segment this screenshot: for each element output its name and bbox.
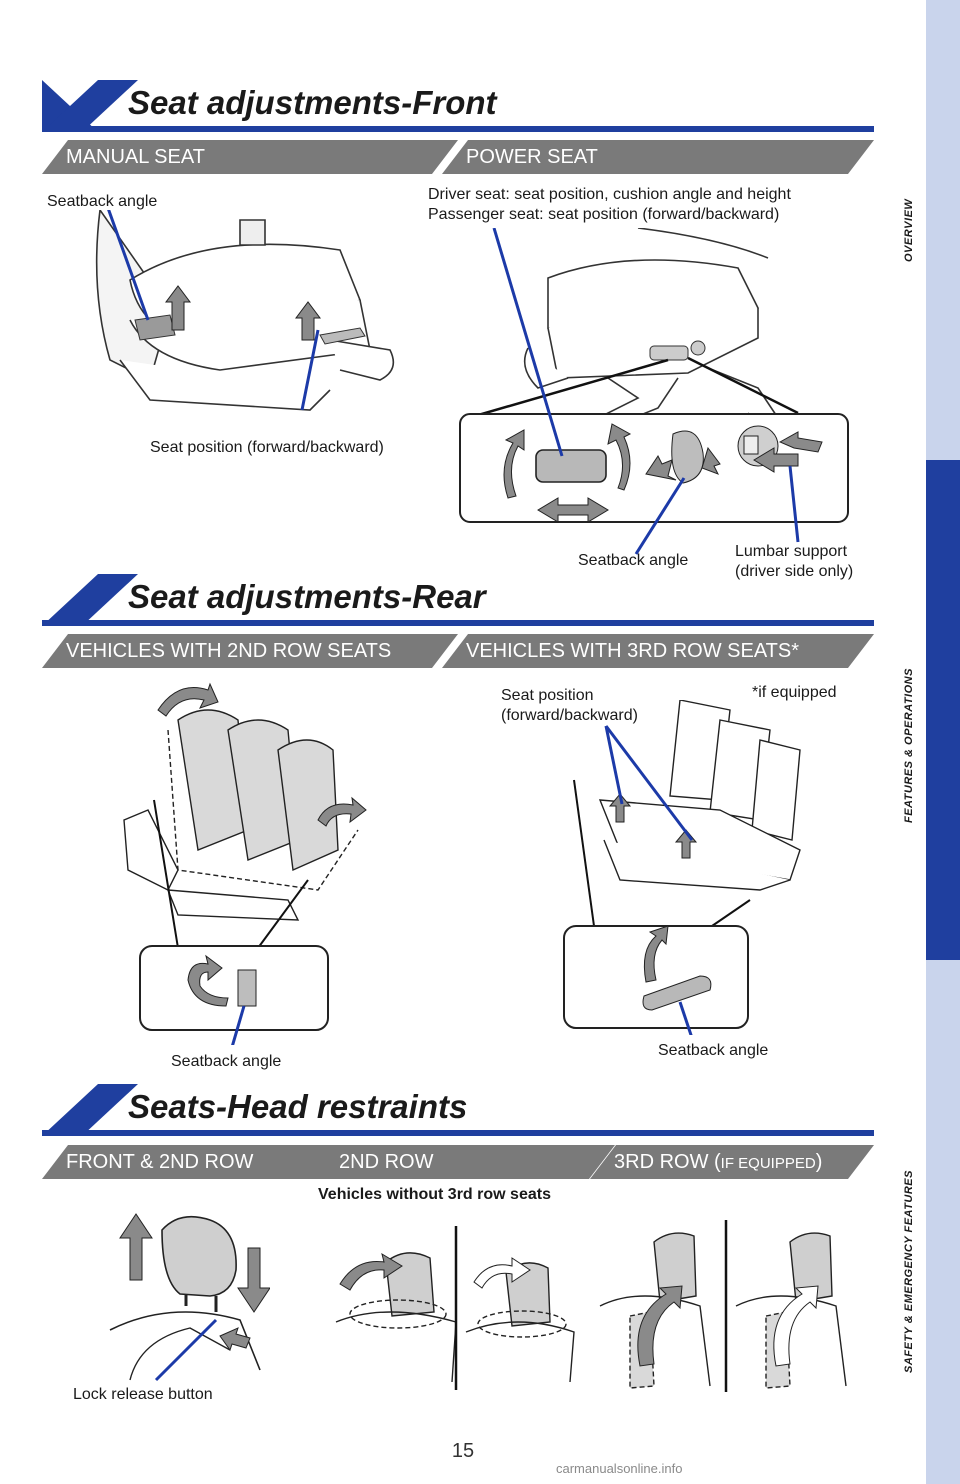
page-title-head: Seats-Head restraints (128, 1088, 468, 1125)
manual-seat-illustration (95, 210, 395, 411)
second-row-seat-illustration (123, 682, 367, 1045)
label-manual-seatback: Seatback angle (47, 193, 158, 210)
front-head-restraint-illustration (109, 1213, 270, 1382)
tab-manual-seat: MANUAL SEAT (42, 140, 458, 174)
page-title-rear: Seat adjustments-Rear (128, 578, 486, 615)
third-row-seat-illustration (563, 700, 801, 1035)
tab-3rd-row-seats: VEHICLES WITH 3RD ROW SEATS* (442, 634, 874, 668)
label-power-passenger: Passenger seat: seat position (forward/b… (428, 206, 780, 223)
label-vehicles-without-3rd-row: Vehicles without 3rd row seats (318, 1186, 551, 1203)
page-number: 15 (451, 1440, 475, 1462)
sidebar-label-overview: OVERVIEW (903, 198, 915, 262)
label-rear-position-line2: (forward/backward) (501, 707, 638, 724)
power-seat-illustration (459, 228, 849, 555)
tab-power-seat: POWER SEAT (442, 140, 874, 174)
label-lock-release-button: Lock release button (73, 1386, 213, 1403)
label-power-seatback: Seatback angle (578, 552, 689, 569)
section-sidebar (926, 0, 960, 1484)
label-lumbar-line2: (driver side only) (735, 563, 854, 580)
label-if-equipped: *if equipped (752, 684, 837, 701)
label-manual-position: Seat position (forward/backward) (150, 439, 384, 456)
watermark: carmanualsonline.info (556, 1461, 683, 1476)
sidebar-label-features: FEATURES & OPERATIONS (903, 668, 915, 823)
label-lumbar-line1: Lumbar support (735, 543, 848, 560)
tab-2nd-row-seats: VEHICLES WITH 2ND ROW SEATS (42, 634, 458, 668)
page-title-front: Seat adjustments-Front (128, 84, 497, 121)
label-rear-seatback-left: Seatback angle (171, 1053, 282, 1070)
tab-2nd-row: 2ND ROW (315, 1145, 615, 1179)
third-row-head-restraint-illustration (599, 1220, 847, 1392)
second-row-head-restraint-illustration (335, 1226, 575, 1390)
label-rear-position-line1: Seat position (501, 687, 594, 704)
tab-3rd-row: 3RD ROW (IF EQUIPPED) (590, 1145, 874, 1179)
tab-front-2nd-row: FRONT & 2ND ROW (42, 1145, 342, 1179)
label-power-driver: Driver seat: seat position, cushion angl… (428, 186, 791, 203)
sidebar-active-section (926, 460, 960, 960)
label-rear-seatback-right: Seatback angle (658, 1042, 769, 1059)
sidebar-label-safety: SAFETY & EMERGENCY FEATURES (903, 1170, 915, 1373)
